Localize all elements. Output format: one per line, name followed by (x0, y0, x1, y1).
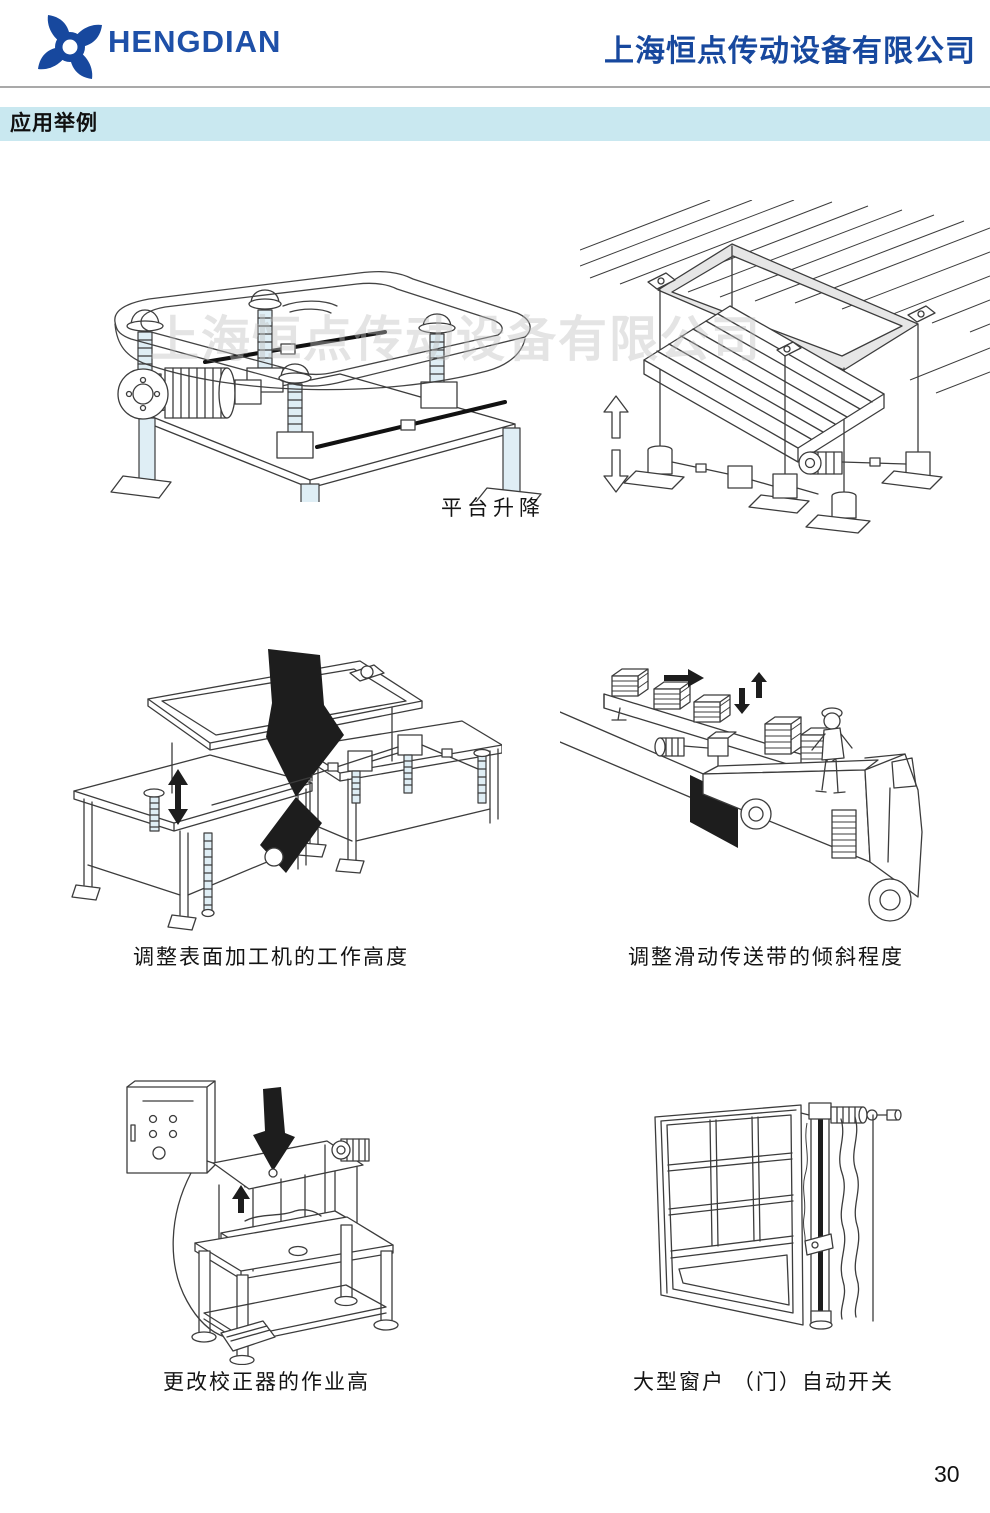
belt (260, 649, 344, 873)
up-down-arrow-icon (168, 769, 188, 825)
dock-edge (560, 711, 709, 799)
header-divider (0, 86, 990, 88)
caption-conveyor-truck: 调整滑动传送带的倾斜程度 (628, 946, 904, 969)
cable (172, 1172, 226, 1338)
figure-window-opener (635, 1093, 935, 1355)
screw-unit (800, 1102, 902, 1330)
cargo-boxes (611, 668, 838, 766)
figure-surface-machine (62, 643, 502, 935)
stand (191, 1216, 399, 1365)
control-panel (126, 1080, 216, 1174)
figure-suspended-platform (580, 200, 990, 535)
hanging-platform (643, 305, 885, 463)
tub-platform (114, 271, 531, 391)
brand-name: HENGDIAN (108, 24, 282, 59)
figure-corrector-machine (95, 1075, 435, 1365)
foot-pedal (220, 1320, 276, 1352)
screw-jack (246, 289, 284, 393)
page-number: 30 (934, 1461, 960, 1487)
window-frame (654, 1104, 804, 1326)
caption-platform-lift: 平台升降 (441, 497, 545, 520)
page-header: HENGDIAN 上海恒点传动设备有限公司 (0, 0, 990, 86)
long-screw (201, 832, 215, 918)
caption-window-opener: 大型窗户 （门）自动开关 (633, 1371, 894, 1394)
section-bar: 应用举例 (0, 107, 990, 141)
worker-figure (811, 707, 853, 794)
hengdian-logo-icon (38, 15, 102, 79)
up-down-arrow-icon (603, 395, 629, 493)
floor-jacks (623, 445, 943, 534)
up-down-arrow-icon (734, 672, 767, 714)
wall-edge-waves (839, 1114, 874, 1322)
caption-surface-machine: 调整表面加工机的工作高度 (133, 946, 409, 969)
motor (117, 367, 262, 420)
ceiling-hatch (580, 200, 990, 394)
truck (702, 753, 923, 922)
right-jacks (211, 734, 491, 806)
figure-conveyor-truck (560, 662, 990, 925)
section-title: 应用举例 (10, 112, 98, 135)
lever-arrow-icon (253, 1087, 295, 1171)
screw-jack (143, 788, 165, 832)
company-name: 上海恒点传动设备有限公司 (604, 35, 976, 68)
figure-platform-lift-tub (85, 262, 545, 502)
right-arrow-icon (664, 669, 704, 687)
up-arrow-icon (232, 1185, 250, 1213)
caption-corrector: 更改校正器的作业高 (163, 1371, 370, 1394)
screw-jack (418, 313, 458, 409)
